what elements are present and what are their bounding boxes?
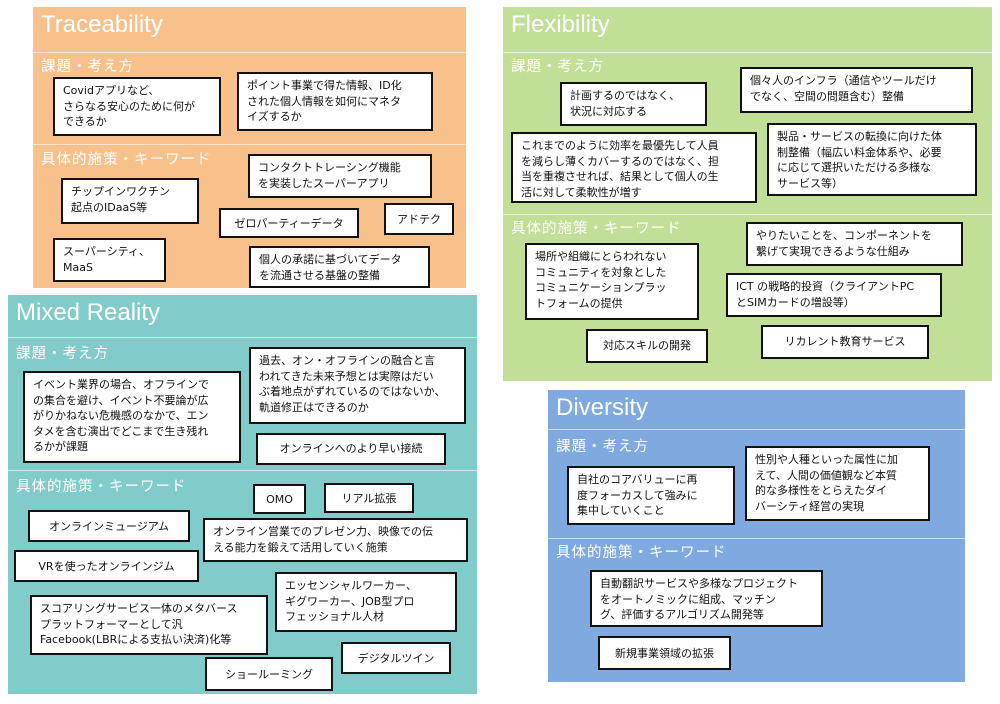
issues-heading: 課題・考え方 — [556, 439, 649, 455]
flexibility-title: Flexibility — [511, 11, 610, 38]
measures-heading: 具体的施策・キーワード — [16, 479, 187, 495]
diversity-panel: Diversity 課題・考え方 具体的施策・キーワード 自社のコアバリューに再… — [548, 390, 965, 682]
measure-box: アドテク — [384, 203, 454, 235]
measures-heading: 具体的施策・キーワード — [41, 152, 212, 168]
measure-box: リカレント教育サービス — [761, 325, 929, 359]
issue-box: ポイント事業で得た情報、ID化 された個人情報を如何にマネタ イズするか — [237, 72, 433, 131]
measures-heading: 具体的施策・キーワード — [556, 545, 727, 561]
measure-box: スーパーシティ、 MaaS — [53, 238, 166, 282]
issue-box: 個々人のインフラ（通信やツールだけ でなく、空間の問題含む）整備 — [740, 67, 973, 113]
measure-box: 場所や組織にとらわれない コミュニティを対象とした コミュニケーションプラッ ト… — [525, 243, 699, 320]
measure-box: OMO — [253, 484, 306, 514]
mixed-reality-panel: Mixed Reality 課題・考え方 具体的施策・キーワード 過去、オン・オ… — [8, 295, 477, 694]
mixed-reality-title: Mixed Reality — [16, 299, 161, 326]
measure-box: 対応スキルの開発 — [586, 329, 708, 363]
issue-box: これまでのように効率を最優先して人員 を減らし薄くカバーするのではなく、担 当を… — [511, 132, 757, 203]
divider — [503, 52, 992, 53]
flexibility-panel: Flexibility 課題・考え方 具体的施策・キーワード 計画するのではなく… — [503, 7, 992, 381]
measure-box: コンタクトトレーシング機能 を実装したスーパーアプリ — [248, 154, 432, 198]
measure-box: オンラインミュージアム — [28, 510, 190, 542]
measure-box: リアル拡張 — [324, 483, 414, 513]
issue-box: 製品・サービスの転換に向けた体 制整備（幅広い料金体系や、必要 に応じて選択いた… — [767, 123, 977, 196]
issue-box: 過去、オン・オフラインの融合と言 われてきた未来予想とは実際はだい ぶ着地点がず… — [249, 347, 466, 424]
measure-box: スコアリングサービス一体のメタバース プラットフォーマーとして汎 Faceboo… — [30, 595, 268, 655]
divider — [548, 538, 965, 539]
divider — [503, 214, 992, 215]
traceability-panel: Traceability 課題・考え方 具体的施策・キーワード Covidアプリ… — [33, 7, 466, 288]
measure-box: オンライン営業でのプレゼン力、映像での伝 える能力を鍛えて活用していく施策 — [203, 518, 468, 562]
issue-box: 性別や人種といった属性に加 えて、人間の価値観など本質 的な多様性をとらえたダイ… — [745, 446, 930, 521]
measure-box: チップインワクチン 起点のIDaaS等 — [61, 178, 199, 224]
measure-box: ゼロパーティーデータ — [219, 208, 359, 238]
issues-heading: 課題・考え方 — [41, 59, 134, 75]
measure-box: 個人の承諾に基づいてデータ を流通させる基盤の整備 — [249, 246, 430, 288]
measure-box: エッセンシャルワーカー、 ギグワーカー、JOB型プロ フェッショナル人材 — [275, 572, 457, 632]
divider — [33, 144, 466, 145]
divider — [8, 337, 477, 338]
measure-box: やりたいことを、コンポーネントを 繋げて実現できるような仕組み — [746, 222, 963, 266]
diversity-title: Diversity — [556, 394, 649, 421]
issues-heading: 課題・考え方 — [511, 59, 604, 75]
measures-heading: 具体的施策・キーワード — [511, 221, 682, 237]
divider — [8, 470, 477, 471]
issue-box: 自社のコアバリューに再 度フォーカスして強みに 集中していくこと — [567, 466, 735, 525]
issue-box: イベント業界の場合、オフラインで の集合を避け、イベント不要論が広 がりかねない… — [23, 371, 241, 463]
measure-box: VRを使ったオンラインジム — [14, 550, 199, 582]
measure-box: ICT の戦略的投資（クライアントPC とSIMカードの増設等） — [726, 273, 942, 317]
issue-box: オンラインへのより早い接続 — [256, 433, 446, 465]
measure-box: デジタルツイン — [341, 642, 451, 674]
measure-box: 新規事業領域の拡張 — [598, 636, 731, 670]
divider — [548, 429, 965, 430]
measure-box: ショールーミング — [205, 657, 333, 691]
issue-box: 計画するのではなく、 状況に対応する — [560, 82, 707, 126]
divider — [33, 52, 466, 53]
measure-box: 自動翻訳サービスや多様なプロジェクト をオートノミックに組成、マッチン グ、評価… — [590, 570, 823, 627]
traceability-title: Traceability — [41, 11, 163, 38]
issues-heading: 課題・考え方 — [16, 346, 109, 362]
issue-box: Covidアプリなど、 さらなる安心のために何が できるか — [53, 77, 221, 136]
